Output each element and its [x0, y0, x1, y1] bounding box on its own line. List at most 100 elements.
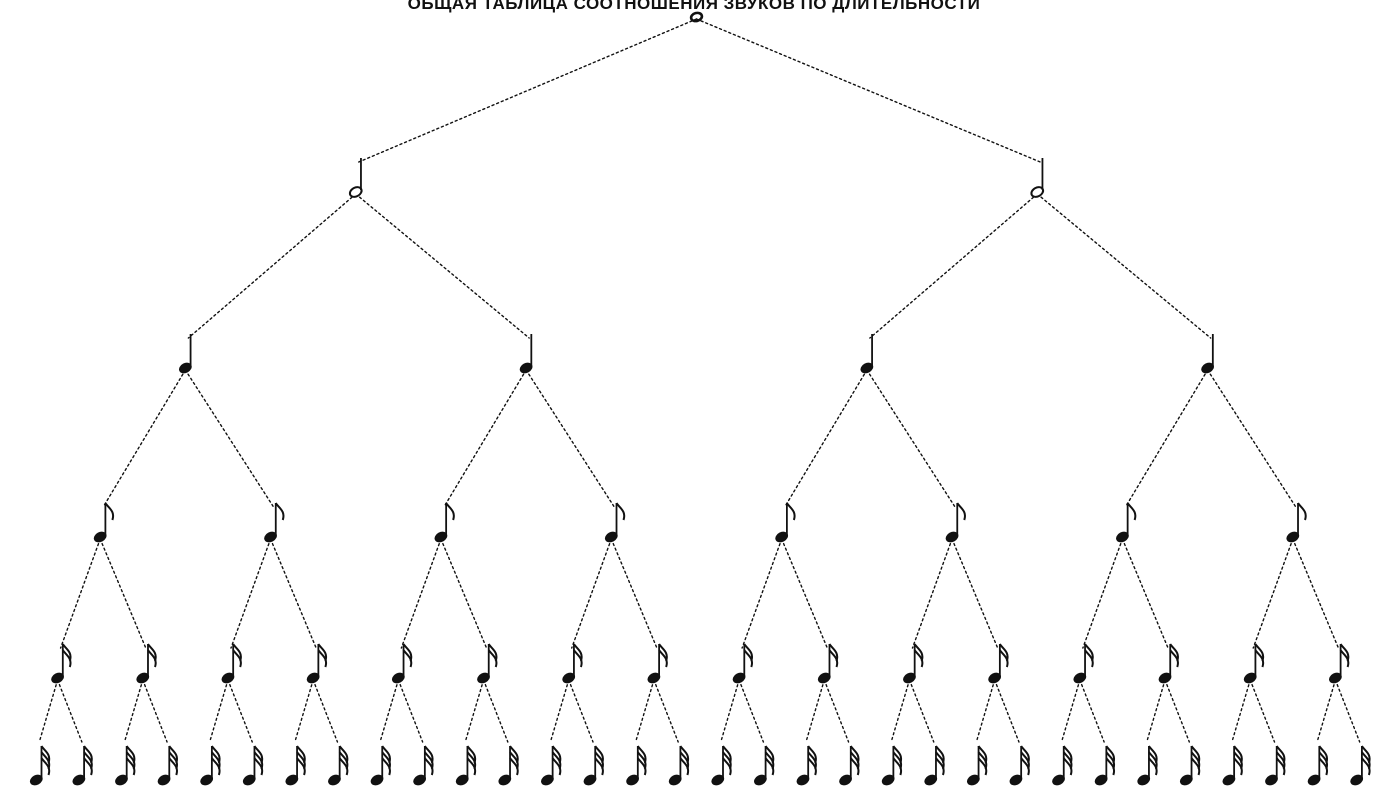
connector-line — [464, 679, 485, 743]
sixteenth-note-icon — [306, 643, 328, 684]
connector-line — [1164, 679, 1191, 743]
thirty-second-note-icon — [1094, 745, 1116, 786]
connector-line — [355, 193, 530, 339]
thirty-second-note-icon — [455, 745, 477, 786]
sixteenth-note-icon — [562, 643, 583, 684]
connector-line — [890, 679, 911, 743]
connector-line — [59, 538, 101, 649]
connector-line — [568, 679, 594, 743]
connector-line — [440, 538, 488, 649]
eighth-note-icon — [434, 502, 455, 543]
connector-line — [720, 679, 740, 743]
connector-line — [400, 538, 442, 649]
thirty-second-note-icon — [881, 745, 903, 786]
connector-line — [184, 369, 275, 508]
sixteenth-note-icon — [988, 643, 1009, 684]
connector-line — [525, 369, 616, 508]
thirty-second-note-icon — [1137, 745, 1158, 786]
connector-line — [1036, 193, 1212, 339]
connector-line — [695, 18, 1041, 163]
thirty-second-note-icon — [967, 745, 988, 786]
connector-line — [1079, 679, 1105, 743]
thirty-second-note-icon — [200, 745, 221, 786]
connector-line — [142, 679, 168, 743]
connector-line — [1121, 538, 1169, 649]
thirty-second-note-icon — [711, 745, 732, 786]
connector-line — [56, 679, 83, 743]
connector-line — [1231, 679, 1251, 743]
sixteenth-note-icon — [477, 643, 498, 684]
connector-line — [911, 538, 953, 649]
connector-line — [38, 679, 59, 743]
connector-line — [227, 679, 253, 743]
eighth-note-icon — [604, 502, 626, 543]
thirty-second-note-icon — [370, 745, 391, 786]
thirty-second-note-icon — [626, 745, 647, 786]
connector-line — [230, 538, 272, 649]
connector-line — [610, 538, 658, 649]
connector-line — [1316, 679, 1337, 743]
tree-notes — [29, 11, 1371, 786]
thirty-second-note-icon — [1307, 745, 1328, 786]
thirty-second-note-icon — [668, 745, 690, 786]
connector-line — [187, 193, 357, 339]
thirty-second-note-icon — [796, 745, 817, 786]
thirty-second-note-icon — [924, 745, 945, 786]
sixteenth-note-icon — [1329, 643, 1350, 684]
connector-line — [123, 679, 144, 743]
connector-line — [993, 679, 1020, 743]
connector-line — [312, 679, 339, 743]
connector-line — [634, 679, 655, 743]
thirty-second-note-icon — [754, 745, 775, 786]
quarter-note-icon — [179, 334, 192, 374]
thirty-second-note-icon — [1179, 745, 1201, 786]
tree-connectors — [38, 18, 1361, 743]
connector-line — [653, 679, 679, 743]
thirty-second-note-icon — [285, 745, 306, 786]
sixteenth-note-icon — [1073, 643, 1094, 684]
thirty-second-note-icon — [1009, 745, 1030, 786]
connector-line — [1292, 538, 1340, 649]
connector-line — [1082, 538, 1124, 649]
connector-line — [294, 679, 314, 743]
connector-line — [869, 193, 1038, 339]
thirty-second-note-icon — [541, 745, 562, 786]
connector-line — [358, 18, 698, 163]
connector-line — [823, 679, 850, 743]
eighth-note-icon — [93, 502, 115, 543]
connector-line — [549, 679, 570, 743]
diagram-title: ОБЩАЯ ТАБЛИЦА СООТНОШЕНИЯ ЗВУКОВ ПО ДЛИТ… — [407, 0, 981, 13]
connector-line — [1252, 538, 1294, 649]
quarter-note-icon — [1201, 334, 1214, 374]
sixteenth-note-icon — [732, 643, 753, 684]
quarter-note-icon — [519, 334, 533, 374]
connector-line — [397, 679, 424, 743]
connector-line — [571, 538, 613, 649]
sixteenth-note-icon — [647, 643, 668, 684]
connector-line — [783, 369, 868, 508]
sixteenth-note-icon — [1158, 643, 1179, 684]
connector-line — [1060, 679, 1081, 743]
half-note-icon — [348, 158, 363, 198]
thirty-second-note-icon — [157, 745, 178, 786]
thirty-second-note-icon — [242, 745, 264, 786]
sixteenth-note-icon — [136, 643, 157, 684]
connector-line — [951, 538, 999, 649]
connector-line — [975, 679, 996, 743]
sixteenth-note-icon — [1243, 643, 1265, 684]
thirty-second-note-icon — [328, 745, 349, 786]
connector-line — [780, 538, 828, 649]
connector-line — [99, 538, 147, 649]
thirty-second-note-icon — [583, 745, 604, 786]
sixteenth-note-icon — [391, 643, 413, 684]
quarter-note-icon — [860, 334, 874, 374]
connector-line — [208, 679, 229, 743]
thirty-second-note-icon — [1265, 745, 1286, 786]
connector-line — [269, 538, 317, 649]
connector-line — [738, 679, 765, 743]
connector-line — [741, 538, 783, 649]
thirty-second-note-icon — [72, 745, 93, 786]
thirty-second-note-icon — [1350, 745, 1371, 786]
